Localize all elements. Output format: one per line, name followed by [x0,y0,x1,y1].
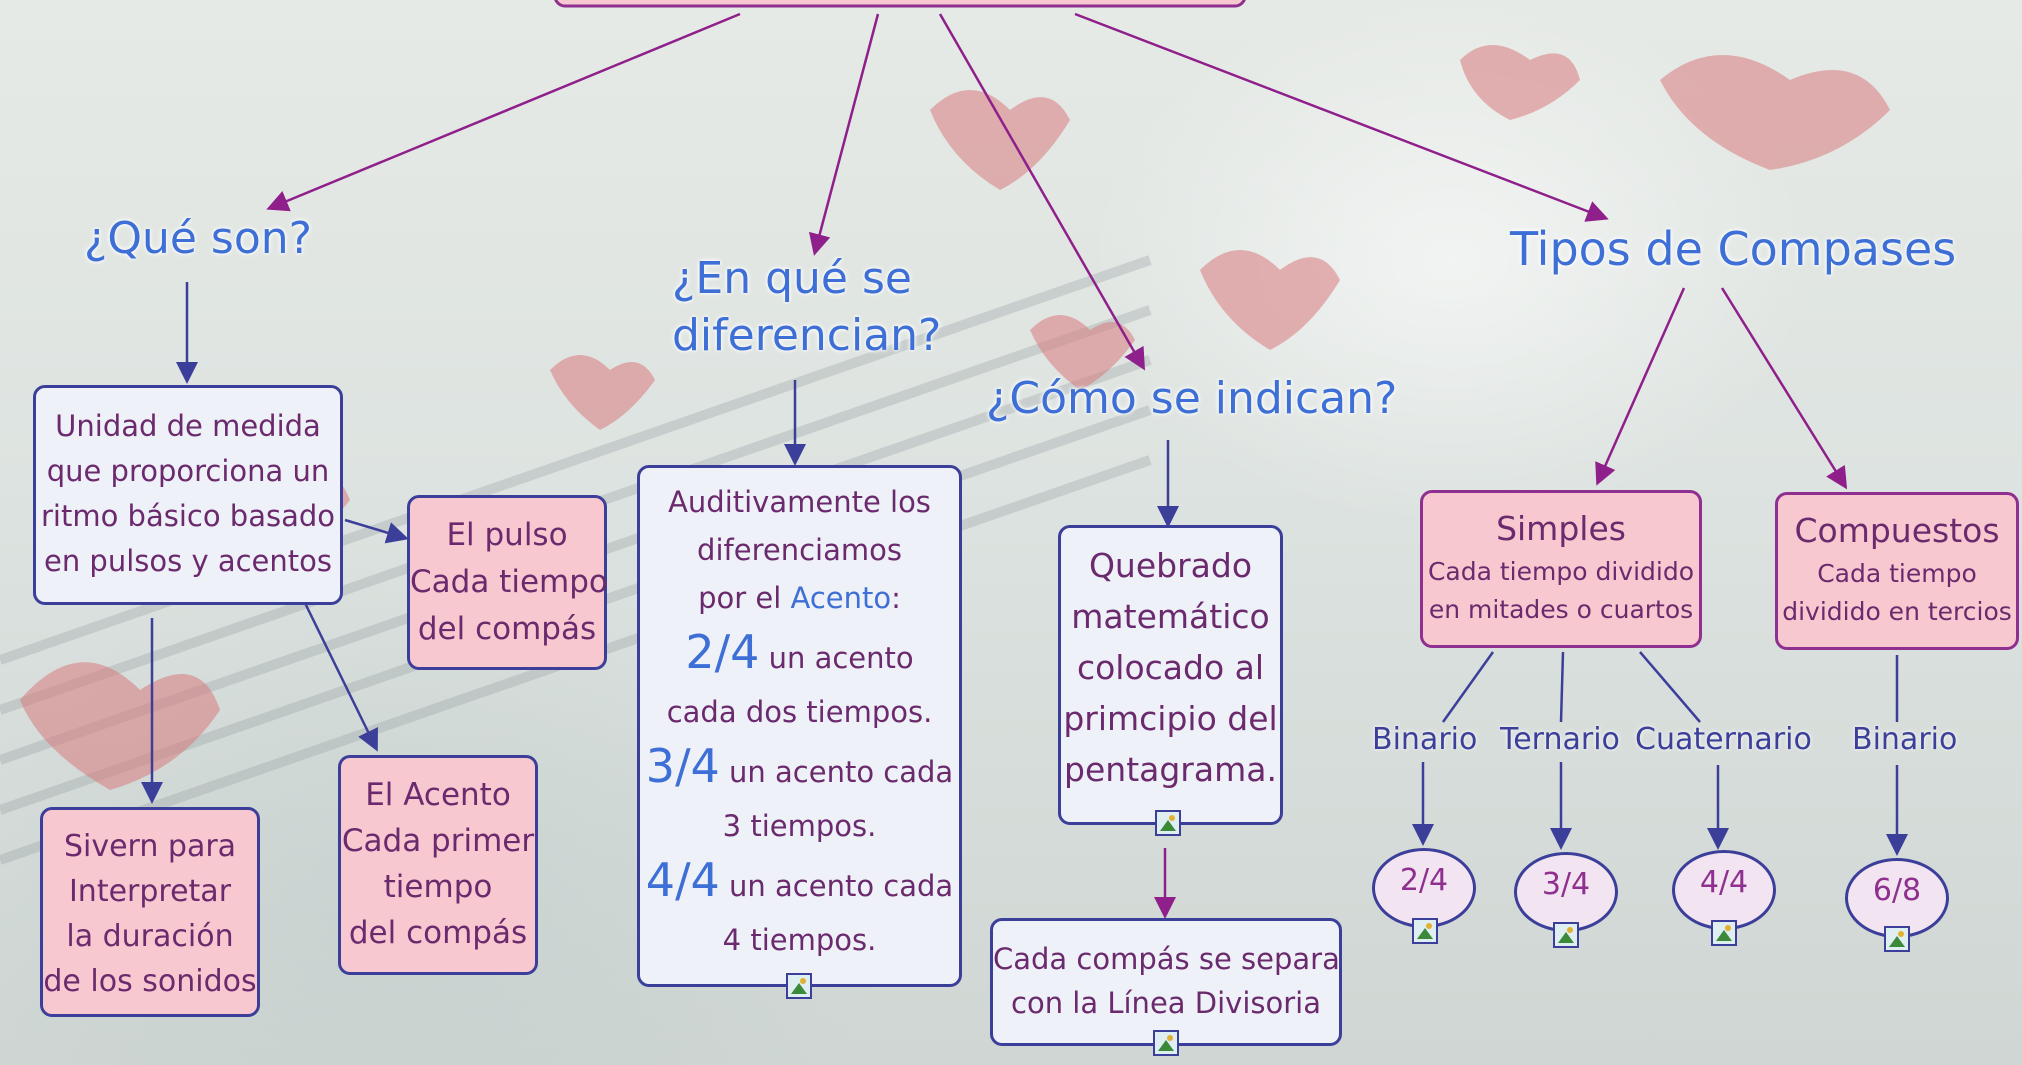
heading-diferencian-line1: ¿En qué se [672,253,912,304]
audit-34-text: un acento cada [719,755,954,789]
box-cada-compas: Cada compás se separa con la Línea Divis… [990,918,1342,1046]
compuestos-title: Compuestos [1794,511,2000,550]
audit-line3-prefix: por el [698,581,791,615]
circle-3-4: 3/4 [1514,852,1618,932]
circle-2-4: 2/4 [1372,848,1476,928]
heading-como-se-indican: ¿Cómo se indican? [986,373,1398,424]
image-attachment-icon[interactable] [1155,810,1181,836]
audit-44-text: un acento cada [719,869,954,903]
image-attachment-icon[interactable] [1553,922,1579,948]
quebrado-line4: primcipio del [1063,699,1278,738]
image-attachment-icon[interactable] [1711,920,1737,946]
audit-44-line2: 4 tiempos. [722,923,877,957]
audit-line3-suffix: : [891,581,901,615]
box-quebrado: Quebrado matemático colocado al primcipi… [1058,525,1283,825]
pulso-line3: del compás [417,611,597,647]
audit-line2: diferenciamos [697,533,902,567]
box-auditivamente: Auditivamente los diferenciamos por el A… [637,465,962,987]
image-attachment-icon[interactable] [1412,918,1438,944]
sirven-line4: de los sonidos [43,964,257,999]
quebrado-line3: colocado al [1076,648,1265,687]
audit-line3: por el Acento: [640,574,959,622]
sirven-line1: Sivern para [63,829,237,864]
label-ternario: Ternario [1500,722,1620,757]
audit-34-line2: 3 tiempos. [722,809,877,843]
label-binario-compuesto: Binario [1852,722,1958,757]
audit-24-meter: 2/4 [685,625,760,679]
acento-line2: Cada primer [341,823,535,859]
unidad-line1: Unidad de medida [55,409,321,443]
heading-que-son: ¿Qué son? [84,213,313,264]
image-attachment-icon[interactable] [1884,926,1910,952]
box-el-pulso: El pulso Cada tiempo del compás [407,495,608,670]
box-simples: Simples Cada tiempo dividido en mitades … [1420,490,1702,648]
sirven-line3: la duración [66,919,234,954]
unidad-line3: ritmo básico basado [40,499,336,533]
label-binario-simples: Binario [1372,722,1478,757]
sirven-line2: Interpretar [68,874,232,909]
circle-6-8: 6/8 [1845,858,1949,938]
compuestos-line2: dividido en tercios [1782,597,2012,626]
pulso-title: El pulso [446,517,568,553]
cada-compas-line1: Cada compás se separa [993,942,1340,976]
box-unidad-de-medida: Unidad de medida que proporciona un ritm… [33,385,343,605]
acento-line3: tiempo [383,869,493,905]
pulso-line2: Cada tiempo [410,564,608,600]
circle-4-4: 4/4 [1672,850,1776,930]
compuestos-line1: Cada tiempo [1817,559,1977,588]
image-attachment-icon[interactable] [1153,1030,1179,1056]
audit-24-line2: cada dos tiempos. [666,695,933,729]
hearts-decoration [20,45,1890,790]
audit-24-text: un acento [759,641,914,675]
image-attachment-icon[interactable] [786,973,812,999]
audit-34-line: 3/4 un acento cada [640,736,959,802]
audit-24-line: 2/4 un acento [640,622,959,688]
acento-line4: del compás [348,915,528,951]
simples-line1: Cada tiempo dividido [1427,557,1695,586]
audit-line1: Auditivamente los [668,485,931,519]
label-cuaternario: Cuaternario [1635,722,1812,757]
box-compuestos: Compuestos Cada tiempo dividido en terci… [1775,492,2019,650]
audit-acento-word: Acento [790,581,892,615]
box-sirven-para: Sivern para Interpretar la duración de l… [40,807,260,1017]
simples-title: Simples [1496,509,1626,548]
audit-44-line: 4/4 un acento cada [640,850,959,916]
unidad-line2: que proporciona un [46,454,330,488]
audit-44-meter: 4/4 [645,853,720,907]
box-el-acento: El Acento Cada primer tiempo del compás [338,755,538,975]
cada-compas-line2: con la Línea Divisoria [1011,986,1321,1020]
simples-line2: en mitades o cuartos [1428,595,1694,624]
quebrado-line5: pentagrama. [1064,750,1277,789]
heading-diferencian: ¿En qué se diferencian? [672,250,942,364]
acento-title: El Acento [365,777,511,813]
heading-diferencian-line2: diferencian? [672,310,942,362]
quebrado-line2: matemático [1071,597,1270,636]
quebrado-line1: Quebrado [1088,546,1253,585]
audit-34-meter: 3/4 [645,739,720,793]
heading-tipos-de-compases: Tipos de Compases [1510,222,1957,276]
unidad-line4: en pulsos y acentos [43,544,332,578]
